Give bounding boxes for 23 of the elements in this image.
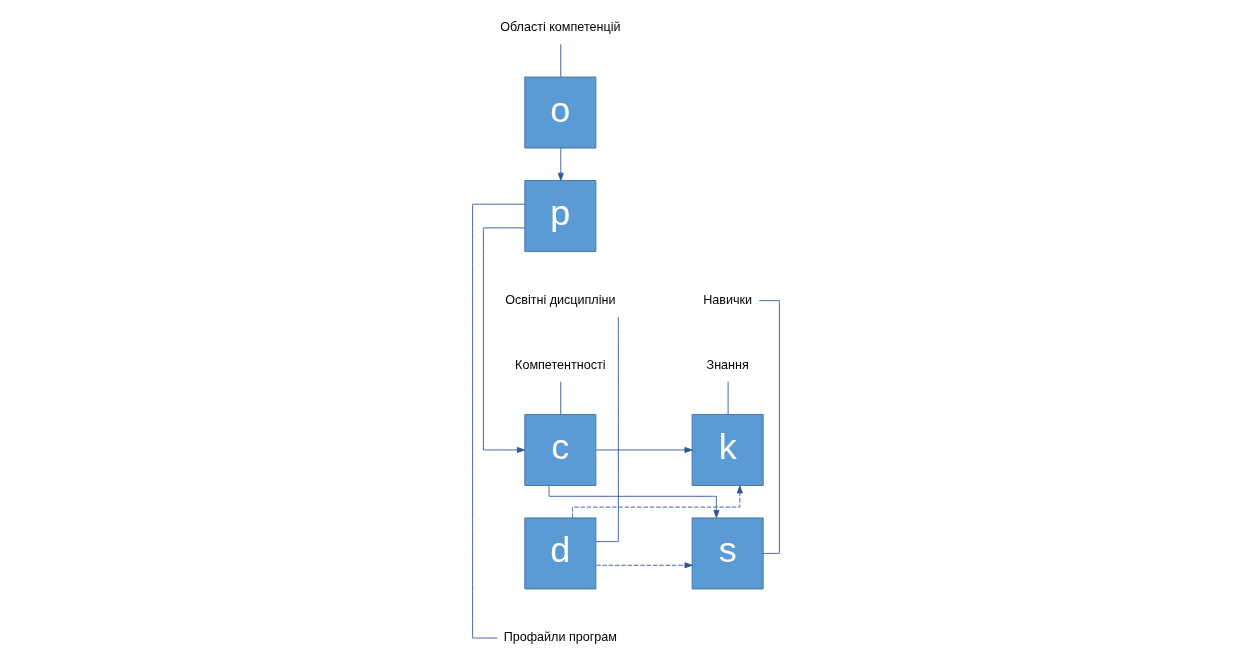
node-text: Області компетенцій	[500, 20, 621, 35]
node-text: Профайли програм	[503, 630, 617, 645]
connector	[595, 316, 619, 543]
arrow	[557, 147, 564, 181]
arrow	[548, 485, 720, 519]
node-box: c	[524, 413, 597, 486]
node-box: d	[524, 517, 597, 590]
node-text: Знання	[706, 357, 749, 372]
connector	[472, 203, 526, 639]
arrow	[595, 447, 693, 453]
arrow	[482, 227, 525, 453]
connector	[560, 43, 562, 78]
node-text: Компетентності	[515, 357, 606, 372]
node-box: p	[524, 180, 597, 253]
node-text: Освітні дисципліни	[505, 292, 616, 307]
arrow	[595, 562, 693, 569]
node-box: o	[524, 76, 597, 149]
node-text: Навички	[703, 292, 753, 307]
node-box: k	[691, 413, 764, 486]
connector	[560, 381, 562, 415]
connector	[727, 381, 729, 415]
node-box: s	[691, 517, 764, 590]
arrow	[572, 485, 743, 519]
